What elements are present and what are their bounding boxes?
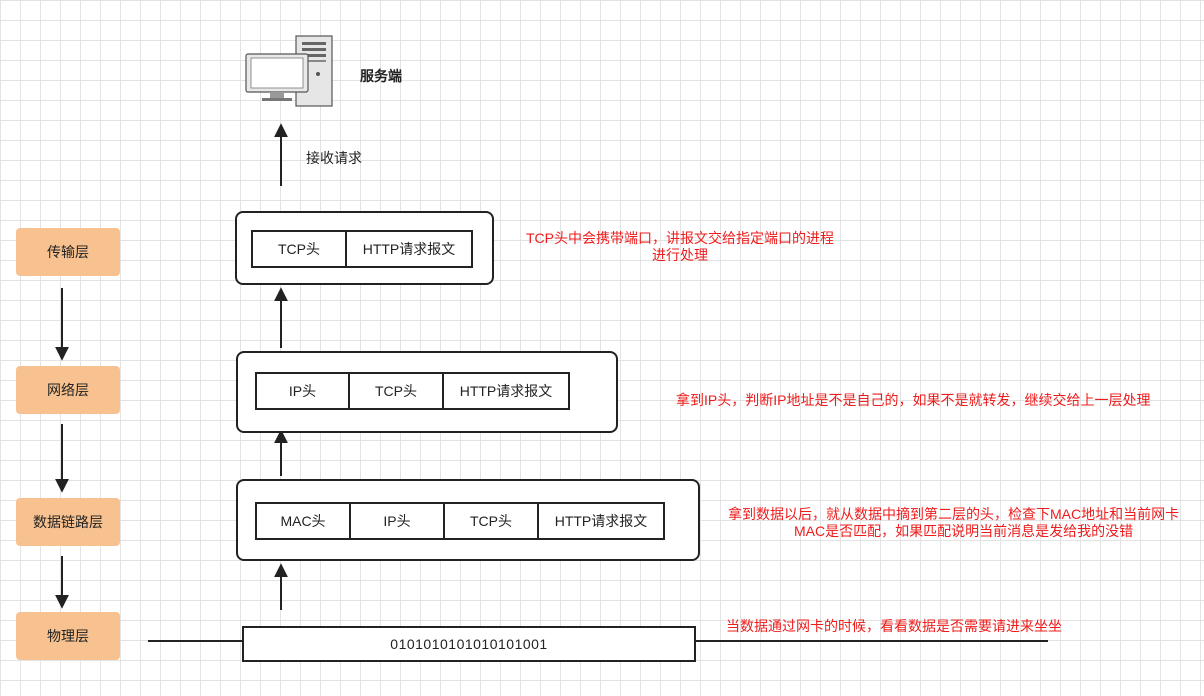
server-computer-icon xyxy=(245,35,333,107)
segment-ip-header: IP头 xyxy=(257,374,350,408)
layer-transport: 传输层 xyxy=(16,228,120,276)
physical-bitstream: 0101010101010101001 xyxy=(242,626,696,662)
layer-network: 网络层 xyxy=(16,366,120,414)
note-transport: TCP头中会携带端口，讲报文交给指定端口的进程 进行处理 xyxy=(512,230,848,264)
note-datalink: 拿到数据以后，就从数据中摘到第二层的头，检查下MAC地址和当前网卡 MAC是否匹… xyxy=(728,506,1204,540)
segment-tcp-header: TCP头 xyxy=(445,504,539,538)
packet-transport-segments: TCP头 HTTP请求报文 xyxy=(251,230,473,268)
segment-tcp-header: TCP头 xyxy=(253,232,347,266)
note-transport-line-2: 进行处理 xyxy=(652,247,708,263)
packet-network-segments: IP头 TCP头 HTTP请求报文 xyxy=(255,372,570,410)
note-network: 拿到IP头，判断IP地址是不是自己的，如果不是就转发，继续交给上一层处理 xyxy=(676,392,1151,408)
segment-tcp-header: TCP头 xyxy=(350,374,444,408)
receive-request-label: 接收请求 xyxy=(306,150,362,166)
layer-physical: 物理层 xyxy=(16,612,120,660)
segment-ip-header: IP头 xyxy=(351,504,445,538)
note-datalink-line-2: MAC是否匹配，如果匹配说明当前消息是发给我的没错 xyxy=(794,523,1134,539)
note-datalink-line-1: 拿到数据以后，就从数据中摘到第二层的头，检查下MAC地址和当前网卡 xyxy=(728,506,1180,522)
segment-http-request: HTTP请求报文 xyxy=(362,241,456,257)
segment-mac-header: MAC头 xyxy=(257,504,351,538)
layer-datalink: 数据链路层 xyxy=(16,498,120,546)
segment-http-request: HTTP请求报文 xyxy=(459,383,553,399)
packet-datalink-segments: MAC头 IP头 TCP头 HTTP请求报文 xyxy=(255,502,665,540)
note-physical: 当数据通过网卡的时候，看看数据是否需要请进来坐坐 xyxy=(726,618,1062,634)
segment-http-request: HTTP请求报文 xyxy=(554,513,648,529)
note-transport-line-1: TCP头中会携带端口，讲报文交给指定端口的进程 xyxy=(526,230,834,246)
server-label: 服务端 xyxy=(360,68,402,84)
